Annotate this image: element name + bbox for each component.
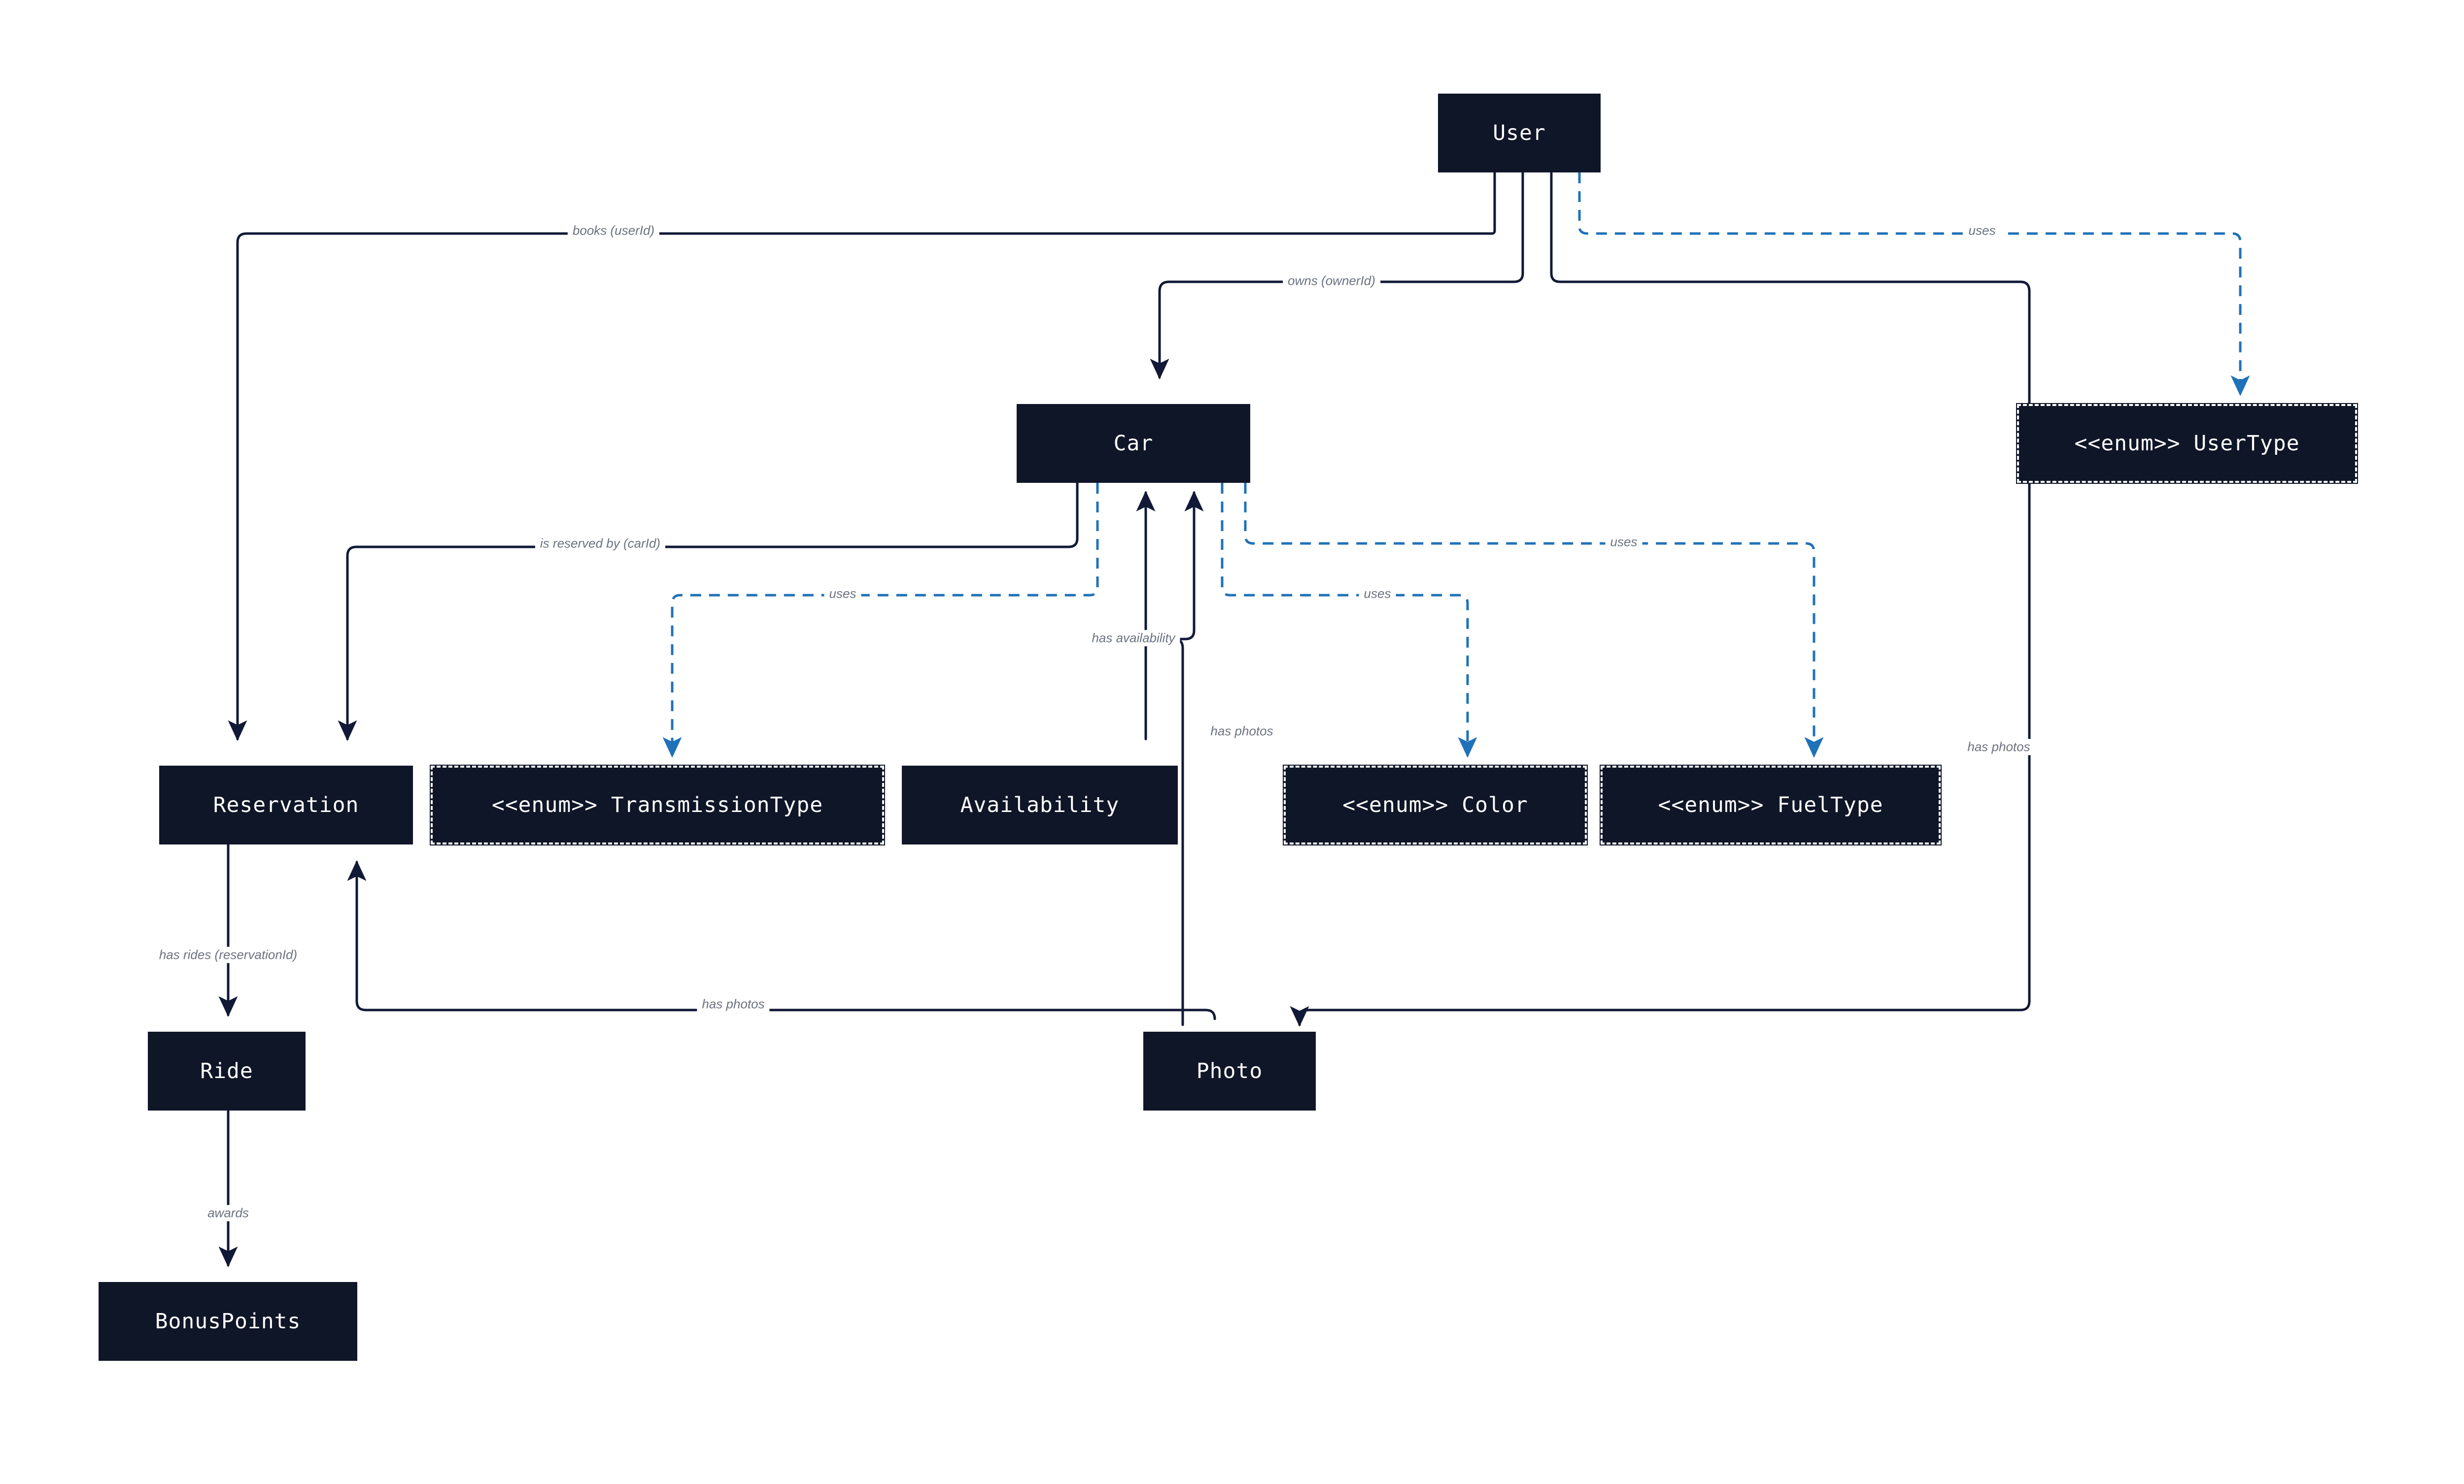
edge-label-owns-ownerid: owns (ownerId) <box>1283 272 1380 289</box>
edge-label-has-availability: has availability <box>1087 630 1180 646</box>
edge-uses-color <box>1221 483 1477 758</box>
node-car-label: Car <box>1113 431 1154 456</box>
edge-label-is-reserved-by-carid: is reserved by (carId) <box>535 535 666 552</box>
node-color[interactable]: <<enum>> Color <box>1283 765 1588 845</box>
edge-label-books-userid: books (userId) <box>567 222 660 239</box>
edge-label-awards: awards <box>203 1205 254 1221</box>
edge-label-uses-fueltype: uses <box>1605 534 1643 550</box>
edge-label-uses-transmissiontype: uses <box>824 585 861 602</box>
node-photo[interactable]: Photo <box>1143 1032 1316 1111</box>
edge-books-userid <box>228 171 1496 742</box>
edge-has-photos-reservation <box>347 860 1216 1020</box>
edge-has-photos-user <box>1290 171 2031 1027</box>
edge-uses-usertype <box>1578 172 2250 397</box>
edge-label-has-photos-user: has photos <box>1962 739 2035 755</box>
node-car[interactable]: Car <box>1017 404 1250 483</box>
node-usertype-label: <<enum>> UserType <box>2074 431 2300 456</box>
edge-uses-transmissiontype <box>662 483 1099 758</box>
node-transmissiontype-label: <<enum>> TransmissionType <box>491 793 823 817</box>
node-reservation[interactable]: Reservation <box>159 766 413 844</box>
edge-uses-fueltype <box>1244 483 1824 758</box>
edge-label-has-rides-reservationid: has rides (reservationId) <box>154 946 303 963</box>
node-color-label: <<enum>> Color <box>1342 793 1528 817</box>
node-user[interactable]: User <box>1438 94 1601 172</box>
edge-label-uses-color: uses <box>1359 585 1396 602</box>
node-transmissiontype[interactable]: <<enum>> TransmissionType <box>430 765 885 845</box>
edge-label-uses-usertype: uses <box>1963 222 2001 239</box>
node-ride[interactable]: Ride <box>148 1032 306 1111</box>
node-bonuspoints-label: BonusPoints <box>155 1309 301 1334</box>
node-user-label: User <box>1493 121 1546 145</box>
node-availability-label: Availability <box>960 793 1120 817</box>
node-fueltype-label: <<enum>> FuelType <box>1658 793 1883 817</box>
node-ride-label: Ride <box>200 1059 253 1083</box>
node-usertype[interactable]: <<enum>> UserType <box>2016 403 2358 484</box>
node-bonuspoints[interactable]: BonusPoints <box>99 1282 357 1361</box>
node-availability[interactable]: Availability <box>902 766 1178 844</box>
node-photo-label: Photo <box>1196 1059 1263 1083</box>
edge-has-photos-car <box>1172 490 1204 1026</box>
node-fueltype[interactable]: <<enum>> FuelType <box>1600 765 1942 845</box>
edge-label-has-photos-reservation: has photos <box>697 996 770 1012</box>
edge-label-has-photos-car: has photos <box>1205 723 1278 740</box>
edge-is-reserved-by-carid <box>338 481 1079 742</box>
node-reservation-label: Reservation <box>213 793 359 817</box>
